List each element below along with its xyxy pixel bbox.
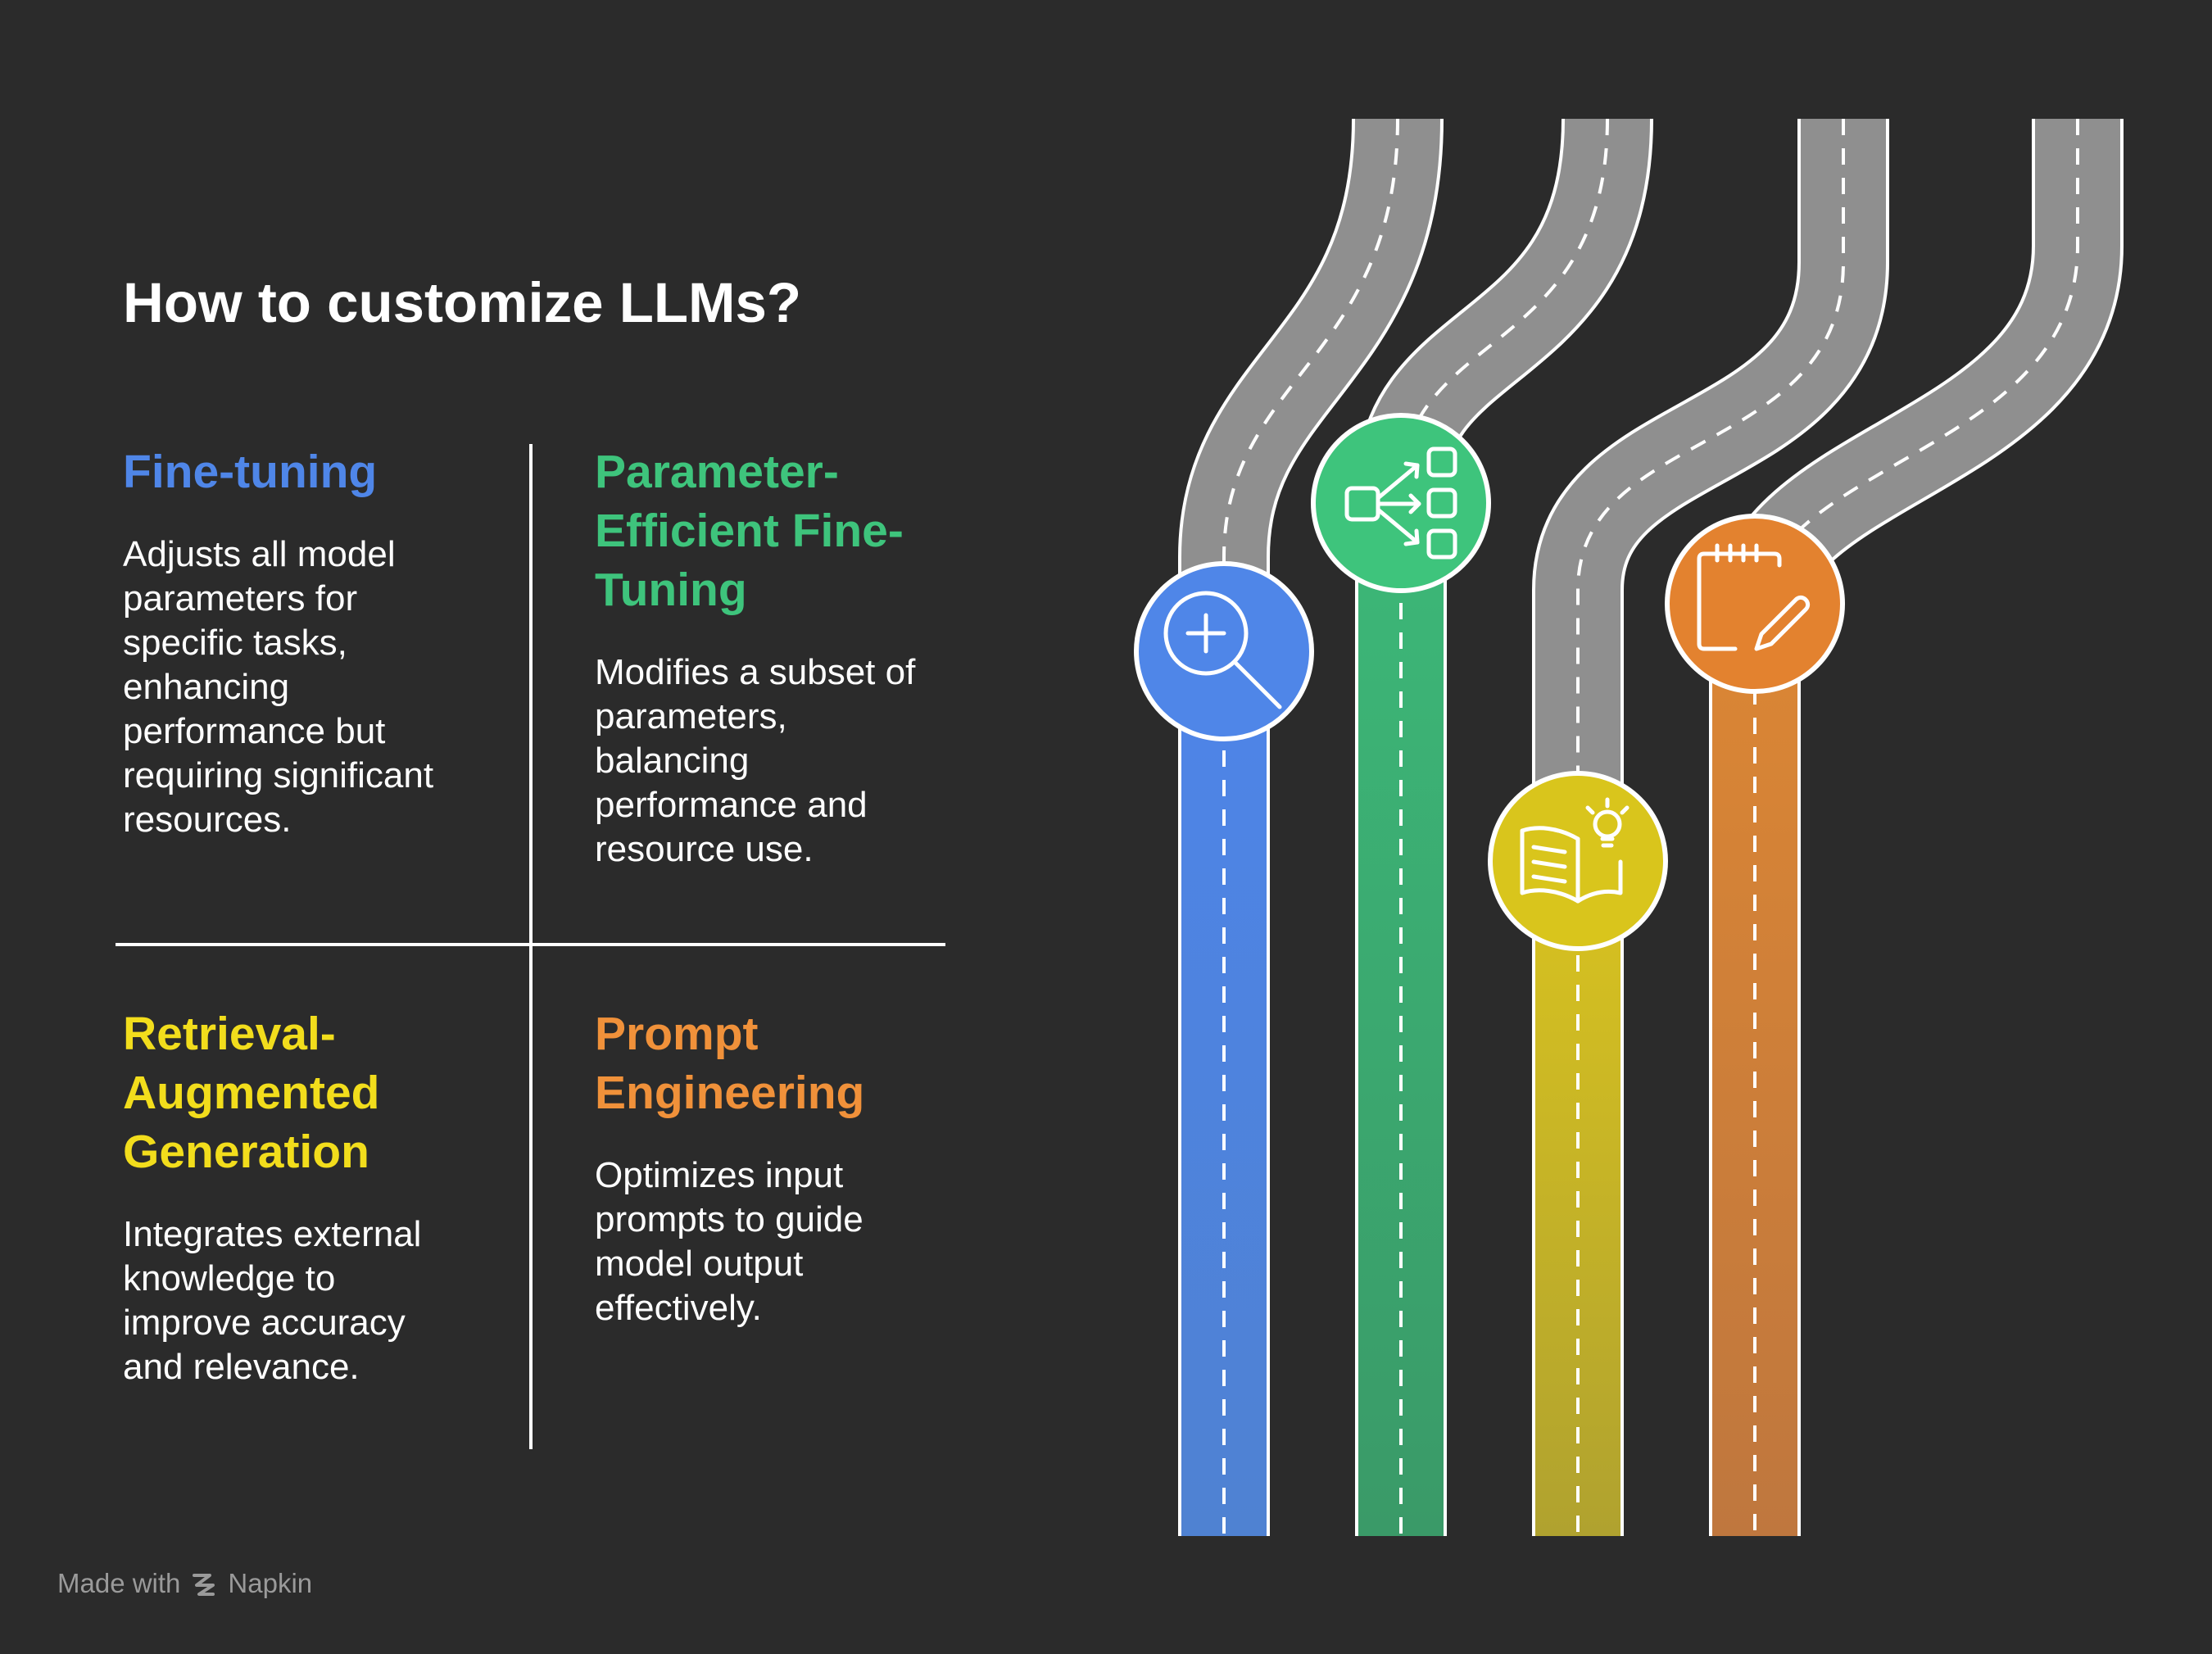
napkin-attribution: Made with Napkin (57, 1568, 312, 1599)
description-line: enhancing (123, 667, 290, 707)
heading-line: Prompt (595, 1008, 759, 1060)
description-line: requiring significant (123, 755, 434, 795)
fine-tuning-description: Adjusts all model parameters for specifi… (123, 532, 483, 842)
description-line: Optimizes input (595, 1155, 844, 1195)
road-rag (1532, 119, 1889, 1536)
branching-nodes-icon (1311, 413, 1491, 593)
description-line: prompts to guide (595, 1199, 863, 1239)
peft-description: Modifies a subset of parameters, balanci… (595, 650, 955, 872)
description-line: parameters, (595, 696, 787, 736)
heading-line: Augmented (123, 1067, 380, 1119)
quadrant-fine-tuning: Fine-tuning Adjusts all model parameters… (123, 442, 483, 842)
description-line: Integrates external (123, 1214, 422, 1254)
description-line: model output (595, 1244, 804, 1284)
description-line: knowledge to (123, 1258, 336, 1298)
description-line: resources. (123, 800, 292, 840)
heading-line: Retrieval- (123, 1008, 336, 1060)
description-line: and relevance. (123, 1347, 360, 1387)
page-title: How to customize LLMs? (123, 271, 801, 334)
heading-line: Fine-tuning (123, 446, 378, 498)
quadrant-prompt-engineering: Prompt Engineering Optimizes input promp… (595, 1004, 955, 1330)
description-line: parameters for (123, 578, 358, 619)
rag-description: Integrates external knowledge to improve… (123, 1212, 483, 1389)
napkin-logo-icon (193, 1574, 215, 1596)
fine-tuning-heading: Fine-tuning (123, 442, 483, 501)
quadrant-divider-horizontal (116, 943, 945, 946)
description-line: performance and (595, 785, 868, 825)
heading-line: Generation (123, 1126, 369, 1178)
road-peft (1355, 118, 1653, 1536)
description-line: Modifies a subset of (595, 652, 916, 692)
quadrant-rag: Retrieval- Augmented Generation Integrat… (123, 1004, 483, 1389)
book-lightbulb-icon (1488, 771, 1668, 951)
road-prompt-engineering (1709, 119, 2124, 1536)
made-with-label: Made with (57, 1568, 181, 1598)
heading-line: Engineering (595, 1067, 865, 1119)
heading-line: Efficient Fine- (595, 505, 904, 557)
description-line: improve accuracy (123, 1303, 406, 1343)
heading-line: Parameter- (595, 446, 839, 498)
quadrant-peft: Parameter- Efficient Fine- Tuning Modifi… (595, 442, 955, 872)
napkin-brand-label: Napkin (228, 1568, 313, 1598)
description-line: Adjusts all model (123, 534, 396, 574)
description-line: resource use. (595, 829, 814, 869)
zoom-in-magnifier-icon (1134, 561, 1314, 741)
description-line: performance but (123, 711, 386, 751)
description-line: effectively. (595, 1288, 762, 1328)
prompt-engineering-description: Optimizes input prompts to guide model o… (595, 1153, 955, 1330)
notepad-pencil-icon (1665, 514, 1845, 694)
peft-heading: Parameter- Efficient Fine- Tuning (595, 442, 955, 619)
description-line: balancing (595, 741, 750, 781)
description-line: specific tasks, (123, 623, 347, 663)
road-fine-tuning (1178, 118, 1444, 1536)
quadrant-divider-vertical (529, 444, 533, 1449)
prompt-engineering-heading: Prompt Engineering (595, 1004, 955, 1122)
rag-heading: Retrieval- Augmented Generation (123, 1004, 483, 1181)
heading-line: Tuning (595, 564, 747, 616)
